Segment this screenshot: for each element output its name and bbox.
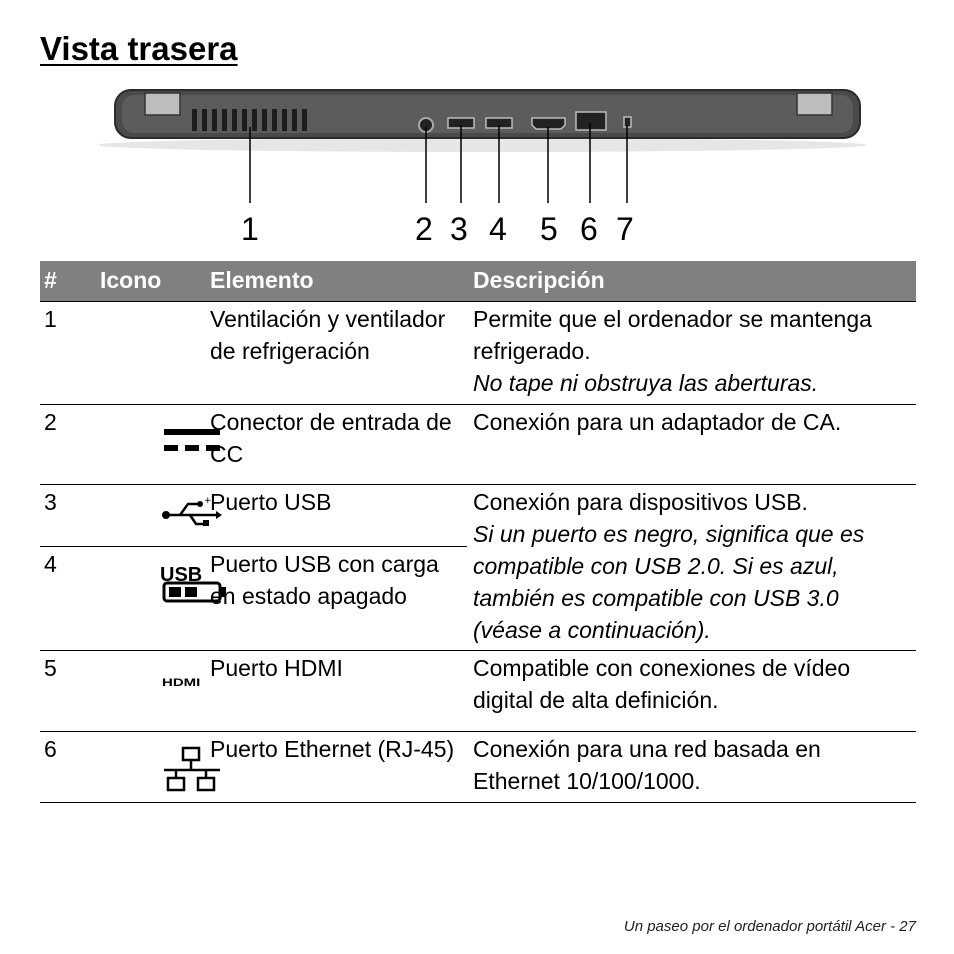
row-description: Permite que el ordenador se mantenga ref… <box>467 301 916 405</box>
callout-7: 7 <box>616 211 634 247</box>
row-element: Ventilación y ventilador de refrigeració… <box>206 301 467 405</box>
usb-power-off-charging-icon: USB <box>160 564 226 603</box>
row-description-text: Conexión para dispositivos USB. <box>473 489 808 515</box>
row-num: 2 <box>40 404 96 485</box>
vent-slots <box>192 109 307 131</box>
hdmi-icon: HDMI <box>162 676 200 689</box>
row-description: Compatible con conexiones de vídeo digit… <box>467 650 916 732</box>
callout-3: 3 <box>450 211 468 247</box>
callout-5: 5 <box>540 211 558 247</box>
callout-1: 1 <box>241 211 259 247</box>
row-icon <box>96 404 220 485</box>
usb-icon-label: USB <box>160 564 202 586</box>
callout-4: 4 <box>489 211 507 247</box>
hdmi-icon-label: HDMI <box>162 676 200 689</box>
table-row: 3 + Puerto USB Conexión para dispositivo… <box>40 484 916 651</box>
row-element: Puerto Ethernet (RJ-45) <box>206 731 467 803</box>
laptop-shadow <box>100 138 867 152</box>
table-header-row: # Icono Elemento Descripción <box>40 261 916 302</box>
left-hinge <box>144 92 181 116</box>
row-num: 3 <box>40 484 96 547</box>
header-description: Descripción <box>467 261 916 302</box>
row-num: 6 <box>40 731 96 803</box>
row-description-text: Permite que el ordenador se mantenga ref… <box>473 306 872 364</box>
row-icon: + <box>96 484 222 547</box>
callout-6: 6 <box>580 211 598 247</box>
row-element: Puerto HDMI <box>206 650 467 732</box>
row-icon-empty <box>96 301 206 405</box>
row-element: Conector de entrada de CC <box>206 404 467 485</box>
row-description: Conexión para un adaptador de CA. <box>467 404 916 485</box>
row-num: 5 <box>40 650 96 732</box>
row-note: No tape ni obstruya las aberturas. <box>473 370 819 396</box>
row-icon <box>96 731 220 803</box>
rear-view-spec-table: # Icono Elemento Descripción 1 Ventilaci… <box>40 261 916 803</box>
ethernet-port <box>575 111 607 131</box>
laptop-rear-view-diagram: 1 2 3 4 5 6 7 <box>100 89 867 247</box>
row-description: Conexión para una red basada en Ethernet… <box>467 731 916 803</box>
row-element: Puerto USB con carga en estado apagado <box>206 546 467 651</box>
row-num: 4 <box>40 546 96 651</box>
header-num: # <box>40 261 96 302</box>
row-num: 1 <box>40 301 96 405</box>
page-title: Vista trasera <box>40 30 238 67</box>
callout-lines <box>249 123 628 203</box>
row-description-text: Conexión para un adaptador de CA. <box>473 409 842 435</box>
page-footer: Un paseo por el ordenador portátil Acer … <box>623 918 916 935</box>
row-icon: HDMI <box>96 650 206 732</box>
header-icon: Icono <box>96 261 206 302</box>
svg-text:+: + <box>204 496 212 506</box>
table-row: 5 HDMI Puerto HDMI Compatible con conexi… <box>40 650 916 732</box>
table-row: 6 Puerto Ethernet (RJ-45) Conexión para … <box>40 731 916 803</box>
table-row: 4 USB Puerto USB con carga en estado apa… <box>40 546 916 651</box>
ethernet-icon <box>164 746 220 792</box>
hdmi-port <box>531 117 566 130</box>
right-hinge <box>796 92 833 116</box>
table-row: 1 Ventilación y ventilador de refrigerac… <box>40 301 916 405</box>
table-row: 2 Conector de entrada de CC Conexión par… <box>40 404 916 485</box>
header-element: Elemento <box>206 261 467 302</box>
row-element: Puerto USB <box>206 484 467 547</box>
row-description-text: Compatible con conexiones de vídeo digit… <box>473 655 851 713</box>
row-description-shared: Conexión para dispositivos USB. Si un pu… <box>467 484 916 651</box>
row-icon: USB <box>96 546 226 651</box>
row-note: Si un puerto es negro, significa que es … <box>473 521 865 643</box>
row-description-text: Conexión para una red basada en Ethernet… <box>473 736 821 794</box>
callout-2: 2 <box>415 211 433 247</box>
